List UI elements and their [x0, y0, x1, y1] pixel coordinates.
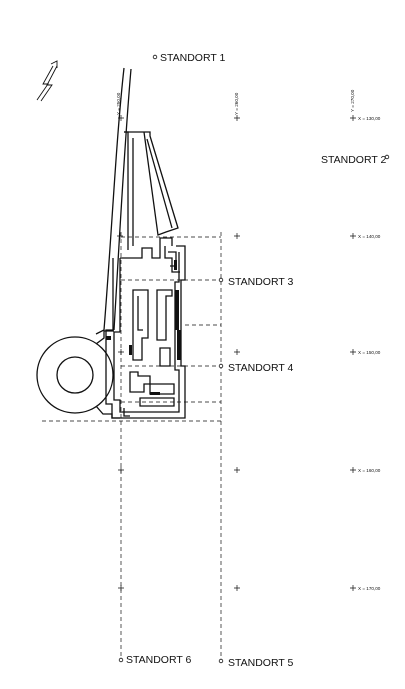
station-5-label: STANDORT 5 — [228, 657, 294, 669]
station-3-label: STANDORT 3 — [228, 276, 294, 288]
coord-x-160: X = 160,00 — [358, 468, 381, 473]
wall-fill — [106, 260, 181, 395]
station-4-label: STANDORT 4 — [228, 362, 294, 374]
station-2-label: STANDORT 2 — [321, 154, 387, 166]
fortification-walls — [36, 67, 186, 419]
coord-x-170: X = 170,00 — [358, 586, 381, 591]
grid-crosses — [117, 115, 356, 591]
coord-x-150: X = 150,00 — [358, 350, 381, 355]
coord-x-130: X = 130,00 — [358, 116, 381, 121]
coord-x-140: X = 140,00 — [358, 234, 381, 239]
station-6-label: STANDORT 6 — [126, 654, 192, 666]
station-markers — [118, 54, 390, 664]
coord-y-left: Y = 250,00 — [116, 92, 121, 115]
station-1-label: STANDORT 1 — [160, 52, 226, 64]
coord-y-mid: Y = 260,00 — [234, 92, 239, 115]
coord-y-right: Y = 270,00 — [350, 89, 355, 112]
survey-grid — [42, 232, 222, 660]
north-arrow-icon — [36, 60, 58, 102]
